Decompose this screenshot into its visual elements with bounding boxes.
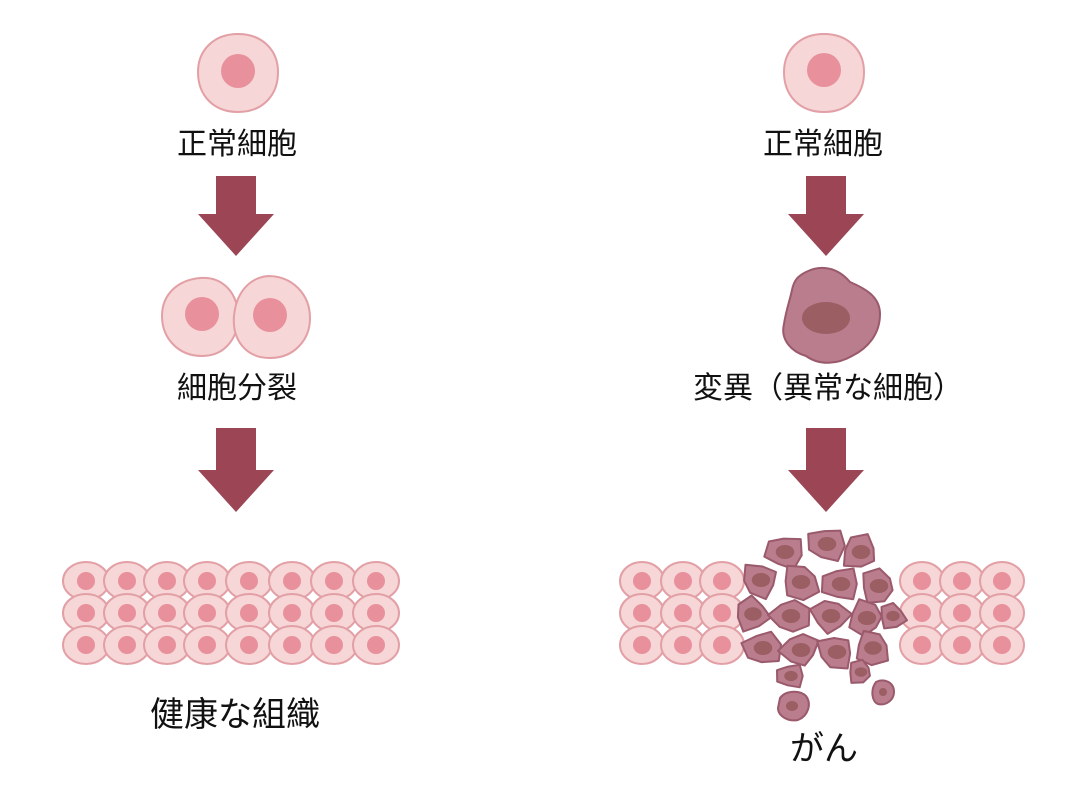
left-healthy-tissue-label: 健康な組織 xyxy=(150,695,320,735)
right-normal-cell-nucleus xyxy=(807,53,841,87)
left-cell-division-label: 細胞分裂 xyxy=(177,371,297,406)
cancer-side-normal-cell-right-r1-c1-nucleus xyxy=(913,572,931,590)
healthy-tissue-cell-r3-c2-nucleus xyxy=(118,636,136,654)
left-arrow-2 xyxy=(198,428,274,512)
cancer-side-normal-cell-right-r2-c2-nucleus xyxy=(953,604,971,622)
cancer-side-normal-cell-left-r2-c3-nucleus xyxy=(713,604,731,622)
right-normal-cell xyxy=(782,32,866,114)
cancer-cell-14-nucleus xyxy=(791,642,811,658)
healthy-tissue-cell-r2-c2-nucleus xyxy=(118,604,136,622)
healthy-tissue-cell-r2-c8-nucleus xyxy=(367,604,385,622)
left-normal-cell-label: 正常細胞 xyxy=(177,127,297,162)
cancer-cell-18-nucleus xyxy=(854,667,868,677)
healthy-tissue-cell-r1-c7-nucleus xyxy=(325,572,343,590)
healthy-tissue-cell-r3-c8-nucleus xyxy=(367,636,385,654)
healthy-tissue-cell-r1-c1-nucleus xyxy=(77,572,95,590)
cancer-side-normal-cell-right-r1-c2-nucleus xyxy=(953,572,971,590)
left-dividing-cells xyxy=(160,274,312,360)
cancer-cell-9-nucleus xyxy=(781,608,801,624)
cancer-cell-8-nucleus xyxy=(744,607,762,621)
cancer-cell-2-nucleus xyxy=(817,536,837,552)
healthy-tissue-cell-r3-c7-nucleus xyxy=(325,636,343,654)
healthy-tissue-cell-r1-c3-nucleus xyxy=(158,572,176,590)
detached-cancer-cell-2-nucleus xyxy=(879,688,887,696)
right-cancer-tissue xyxy=(619,529,1025,689)
healthy-tissue-cell-r1-c4-nucleus xyxy=(198,572,216,590)
healthy-tissue-cell-r2-c5-nucleus xyxy=(240,604,258,622)
cancer-side-normal-cell-left-r3-c3-nucleus xyxy=(713,636,731,654)
cancer-side-normal-cell-right-r3-c3-nucleus xyxy=(993,636,1011,654)
cancer-cell-7-nucleus xyxy=(869,578,889,594)
right-arrow-1 xyxy=(788,176,864,256)
right-arrow-2 xyxy=(788,428,864,512)
cancer-cell-3-nucleus xyxy=(851,544,871,560)
cancer-cell-13-nucleus xyxy=(753,640,773,656)
right-mutated-cell xyxy=(782,266,882,364)
left-dividing-cell-a-nucleus xyxy=(185,297,219,331)
cancer-side-normal-cell-left-r3-c1-nucleus xyxy=(633,636,651,654)
cancer-side-normal-cell-left-r2-c2-nucleus xyxy=(674,604,692,622)
right-normal-cell-label: 正常細胞 xyxy=(763,127,883,162)
cancer-side-normal-cell-left-r3-c2-nucleus xyxy=(674,636,692,654)
healthy-tissue-cell-r1-c2-nucleus xyxy=(118,572,136,590)
right-mutated-cell-nucleus xyxy=(802,302,850,334)
cancer-cell-4-nucleus xyxy=(751,572,771,588)
cancer-side-normal-cell-left-r2-c1-nucleus xyxy=(633,604,651,622)
cancer-cell-6-nucleus xyxy=(831,576,851,592)
healthy-tissue-cell-r2-c4-nucleus xyxy=(198,604,216,622)
cancer-side-normal-cell-right-r2-c1-nucleus xyxy=(913,604,931,622)
detached-cancer-cells xyxy=(776,679,896,722)
healthy-tissue-cell-r3-c3-nucleus xyxy=(158,636,176,654)
healthy-tissue-cell-r1-c5-nucleus xyxy=(240,572,258,590)
detached-cancer-cell-1-nucleus xyxy=(786,701,798,711)
left-normal-cell-nucleus xyxy=(221,54,255,88)
cancer-side-normal-cell-left-r1-c3-nucleus xyxy=(713,572,731,590)
left-normal-cell xyxy=(196,32,280,114)
cancer-side-normal-cell-right-r1-c3-nucleus xyxy=(993,572,1011,590)
cancer-side-normal-cell-right-r2-c3-nucleus xyxy=(993,604,1011,622)
cancer-cell-12-nucleus xyxy=(886,610,900,622)
cancer-cell-15-nucleus xyxy=(827,644,847,660)
left-healthy-tissue xyxy=(62,561,400,665)
healthy-tissue-cell-r3-c6-nucleus xyxy=(283,636,301,654)
healthy-tissue-cell-r2-c3-nucleus xyxy=(158,604,176,622)
cancer-side-normal-cell-left-r1-c2-nucleus xyxy=(674,572,692,590)
cancer-cell-11-nucleus xyxy=(857,610,877,626)
healthy-tissue-cell-r3-c4-nucleus xyxy=(198,636,216,654)
cancer-side-normal-cell-right-r3-c1-nucleus xyxy=(913,636,931,654)
right-mutation-label: 変異（異常な細胞） xyxy=(693,371,963,406)
cancer-cell-10-nucleus xyxy=(821,608,841,624)
healthy-tissue-cell-r2-c7-nucleus xyxy=(325,604,343,622)
healthy-tissue-cell-r1-c8-nucleus xyxy=(367,572,385,590)
left-arrow-1 xyxy=(198,176,274,256)
cancer-cell-1-nucleus xyxy=(775,544,795,560)
cancer-side-normal-cell-left-r1-c1-nucleus xyxy=(633,572,651,590)
cancer-cell-16-nucleus xyxy=(864,641,882,655)
healthy-tissue-cell-r2-c1-nucleus xyxy=(77,604,95,622)
healthy-tissue-cell-r3-c1-nucleus xyxy=(77,636,95,654)
healthy-tissue-cell-r2-c6-nucleus xyxy=(283,604,301,622)
cancer-cell-17-nucleus xyxy=(784,670,798,682)
healthy-tissue-cell-r3-c5-nucleus xyxy=(240,636,258,654)
right-cancer-label: がん xyxy=(790,729,858,769)
cancer-side-normal-cell-right-r3-c2-nucleus xyxy=(953,636,971,654)
healthy-tissue-cell-r1-c6-nucleus xyxy=(283,572,301,590)
left-dividing-cell-b-nucleus xyxy=(253,298,287,332)
cancer-cell-5-nucleus xyxy=(791,574,811,590)
